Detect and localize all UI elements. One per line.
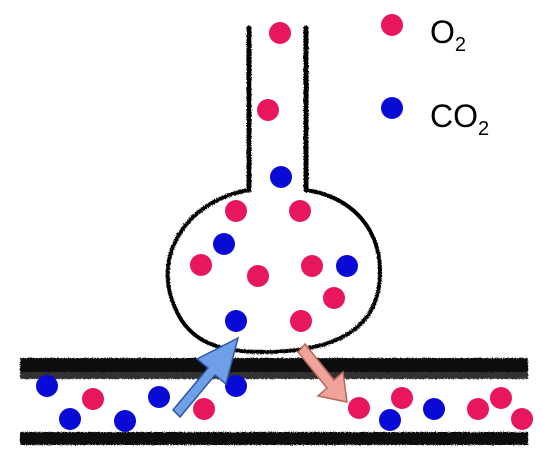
legend-o2-subscript: 2	[455, 34, 466, 56]
alveolus-co2-molecule	[225, 310, 247, 332]
alveolus-o2-molecule	[257, 99, 279, 121]
capillary-o2-molecule	[391, 387, 413, 409]
capillary-o2-molecule	[348, 397, 370, 419]
capillary-co2-molecule	[379, 409, 401, 431]
capillary-o2-molecule	[82, 388, 104, 410]
capillary-o2-molecule	[511, 408, 533, 430]
capillary-co2-molecule	[59, 408, 81, 430]
capillary-top-wall-inner	[20, 372, 528, 379]
co2-diffusion-arrow	[171, 336, 240, 419]
alveolus-o2-molecule	[269, 22, 291, 44]
alveolus-co2-molecule	[336, 255, 358, 277]
capillary-o2-molecule	[193, 398, 215, 420]
alveolus-outline	[165, 25, 382, 355]
capillary-co2-molecule	[423, 398, 445, 420]
capillary-co2-molecule	[225, 375, 247, 397]
capillary-bottom-wall	[20, 432, 528, 445]
legend-co2-symbol: CO	[430, 98, 478, 134]
arrows	[171, 336, 348, 419]
alveolus-o2-molecule	[290, 310, 312, 332]
capillary-molecules	[36, 375, 533, 432]
legend-co2-subscript: 2	[478, 118, 489, 140]
svg-text:O2: O2	[430, 14, 466, 56]
capillary-top-wall	[20, 358, 528, 376]
alveolus-o2-molecule	[190, 254, 212, 276]
alveolus-o2-molecule	[323, 287, 345, 309]
alveolus-sac	[165, 188, 382, 355]
o2-diffusion-arrow	[297, 342, 348, 403]
alveolus-o2-molecule	[289, 200, 311, 222]
alveolus-o2-molecule	[247, 265, 269, 287]
o2-swatch	[381, 14, 403, 36]
legend-o2-symbol: O	[430, 14, 455, 50]
legend-item-co2: CO2	[381, 97, 489, 140]
co2-swatch	[381, 97, 403, 119]
alveolus-co2-molecule	[270, 166, 292, 188]
legend: O2 CO2	[381, 14, 489, 140]
alveolus-molecules	[190, 22, 358, 332]
svg-text:CO2: CO2	[430, 98, 489, 140]
capillary-co2-molecule	[114, 410, 136, 432]
capillary	[20, 358, 528, 445]
alveolus-o2-molecule	[225, 200, 247, 222]
legend-item-o2: O2	[381, 14, 466, 56]
capillary-o2-molecule	[490, 387, 512, 409]
capillary-co2-molecule	[148, 386, 170, 408]
capillary-o2-molecule	[467, 398, 489, 420]
capillary-co2-molecule	[36, 375, 58, 397]
alveolus-o2-molecule	[301, 255, 323, 277]
alveolus-co2-molecule	[213, 233, 235, 255]
